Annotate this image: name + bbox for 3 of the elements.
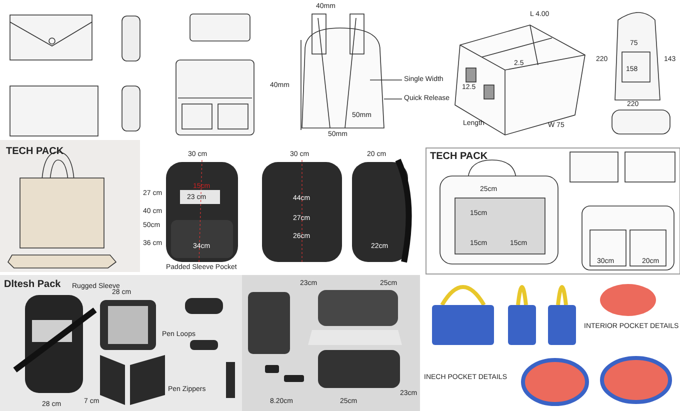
panel-title: TECH PACK xyxy=(6,146,64,157)
panel-title: TECH PACK xyxy=(430,151,488,162)
panel-title: Dltesh Pack xyxy=(4,279,61,290)
